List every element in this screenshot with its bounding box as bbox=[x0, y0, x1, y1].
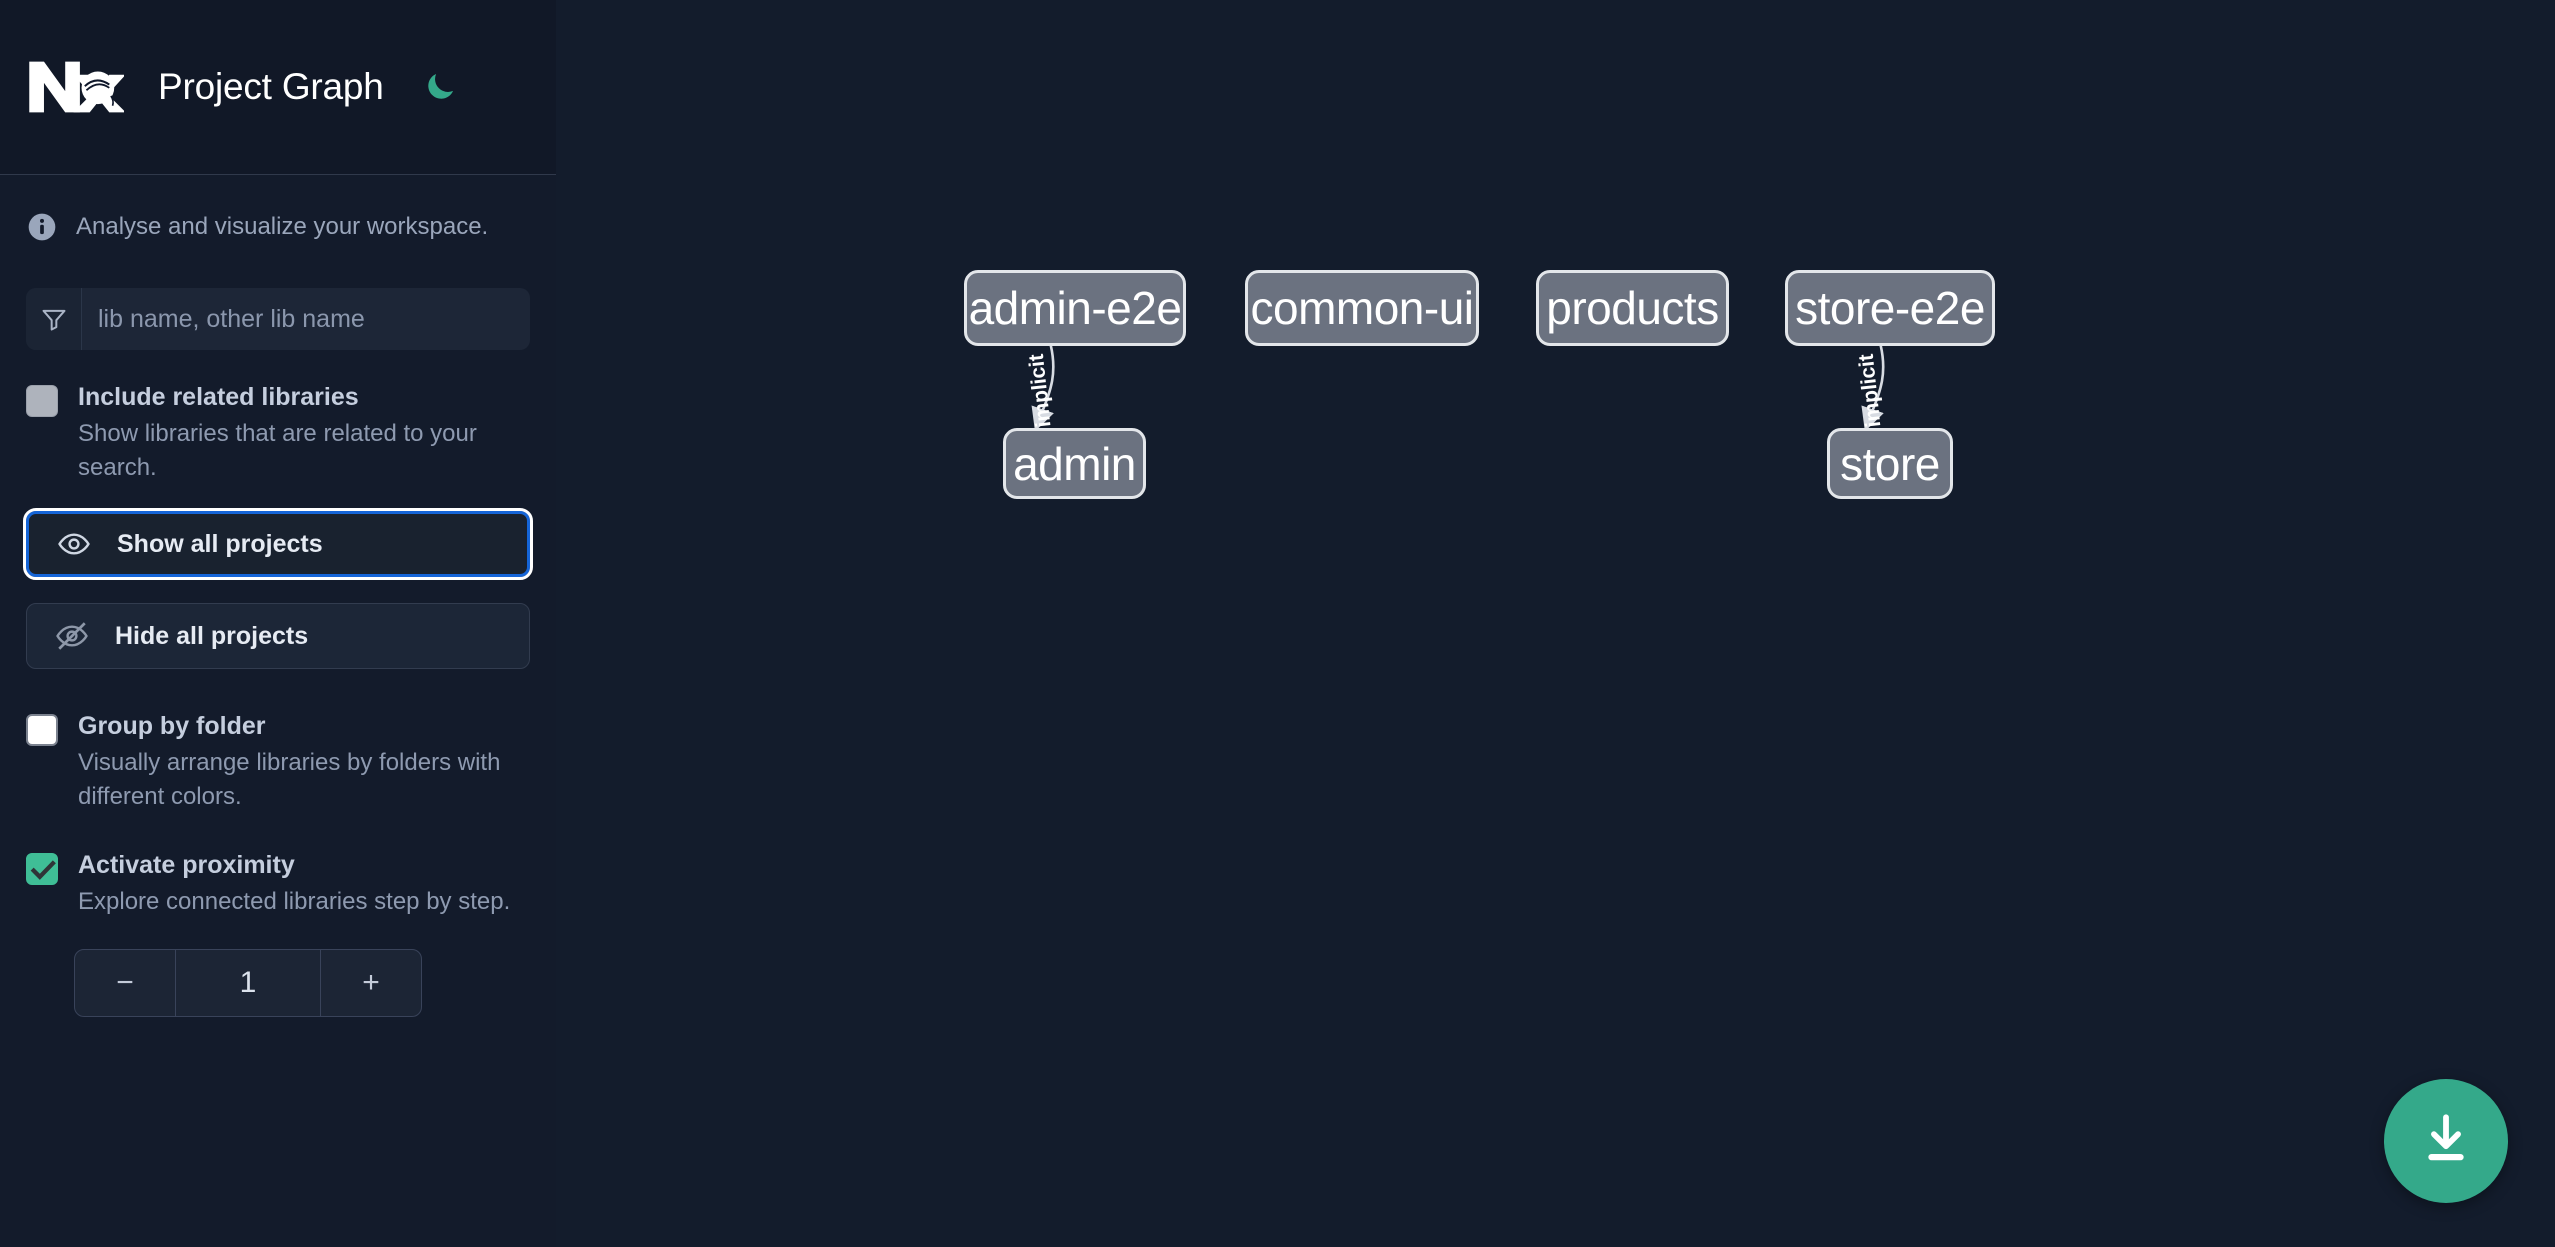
option-description: Explore connected libraries step by step… bbox=[78, 888, 511, 916]
option-description: Show libraries that are related to your … bbox=[78, 420, 477, 482]
download-icon bbox=[2417, 1110, 2475, 1173]
option-title: Include related libraries bbox=[78, 383, 359, 411]
search-filter-box bbox=[26, 288, 530, 350]
graph-node-products[interactable]: products bbox=[1536, 270, 1729, 346]
eye-icon bbox=[57, 527, 91, 561]
eye-off-icon bbox=[55, 619, 89, 653]
checkbox-group-by-folder[interactable] bbox=[26, 714, 58, 747]
graph-node-common-ui[interactable]: common-ui bbox=[1245, 270, 1479, 346]
funnel-filter-icon bbox=[40, 305, 68, 333]
moon-icon[interactable] bbox=[422, 69, 458, 105]
download-graph-button[interactable] bbox=[2384, 1079, 2508, 1203]
option-text: Include related libraries Show libraries… bbox=[78, 382, 518, 485]
tagline: Analyse and visualize your workspace. bbox=[26, 208, 530, 246]
graph-canvas[interactable]: implicit implicit admin-e2e common-ui pr… bbox=[556, 0, 2555, 1247]
edge-label-implicit-store: implicit bbox=[1855, 353, 1886, 428]
option-text: Group by folder Visually arrange librari… bbox=[78, 711, 518, 814]
info-circle-icon bbox=[26, 211, 58, 243]
proximity-value[interactable]: 1 bbox=[175, 950, 321, 1017]
graph-node-admin-e2e[interactable]: admin-e2e bbox=[964, 270, 1186, 346]
option-description: Visually arrange libraries by folders wi… bbox=[78, 749, 501, 811]
tagline-text: Analyse and visualize your workspace. bbox=[76, 213, 489, 240]
option-activate-proximity[interactable]: Activate proximity Explore connected lib… bbox=[26, 850, 530, 919]
proximity-decrement-button[interactable]: − bbox=[116, 966, 134, 1000]
show-all-projects-label: Show all projects bbox=[117, 529, 323, 558]
edge-label-implicit-admin: implicit bbox=[1025, 353, 1056, 428]
sidebar-body: Analyse and visualize your workspace. In… bbox=[0, 208, 556, 1018]
checkbox-activate-proximity[interactable] bbox=[26, 853, 58, 886]
proximity-stepper: − 1 + bbox=[74, 949, 422, 1018]
sidebar-header: Project Graph bbox=[0, 0, 556, 175]
nx-logo-icon bbox=[26, 56, 126, 118]
option-text: Activate proximity Explore connected lib… bbox=[78, 850, 510, 919]
graph-node-admin[interactable]: admin bbox=[1003, 428, 1146, 499]
sidebar: Project Graph Analyse and visualize your… bbox=[0, 0, 556, 1247]
proximity-increment-button[interactable]: + bbox=[362, 966, 380, 1000]
option-title: Activate proximity bbox=[78, 851, 295, 880]
graph-node-store[interactable]: store bbox=[1827, 428, 1953, 499]
page-title: Project Graph bbox=[158, 66, 384, 107]
option-group-by-folder[interactable]: Group by folder Visually arrange librari… bbox=[26, 711, 530, 814]
graph-node-store-e2e[interactable]: store-e2e bbox=[1785, 270, 1995, 346]
hide-all-projects-label: Hide all projects bbox=[115, 621, 309, 650]
filter-icon-button[interactable] bbox=[26, 288, 82, 350]
hide-all-projects-button[interactable]: Hide all projects bbox=[26, 603, 530, 670]
option-include-related-libraries[interactable]: Include related libraries Show libraries… bbox=[26, 382, 530, 485]
show-all-projects-button[interactable]: Show all projects bbox=[23, 508, 533, 581]
search-input[interactable] bbox=[82, 288, 530, 350]
option-title: Group by folder bbox=[78, 712, 266, 741]
checkbox-include-related-libraries[interactable] bbox=[26, 385, 58, 417]
graph-edges: implicit implicit bbox=[1025, 344, 1886, 432]
